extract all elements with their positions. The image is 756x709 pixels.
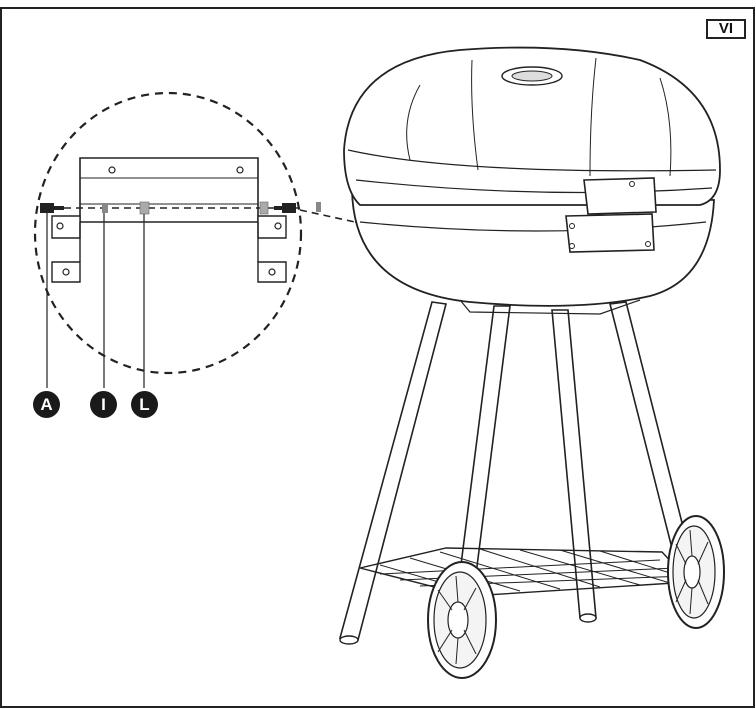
step-number-label: VI (706, 19, 746, 39)
part-label-l: L (131, 391, 158, 418)
detail-zoom-view (33, 91, 321, 388)
grill-drawing (338, 46, 725, 679)
part-label-i: I (90, 391, 117, 418)
page-border (0, 7, 755, 708)
part-label-a: A (33, 391, 60, 418)
